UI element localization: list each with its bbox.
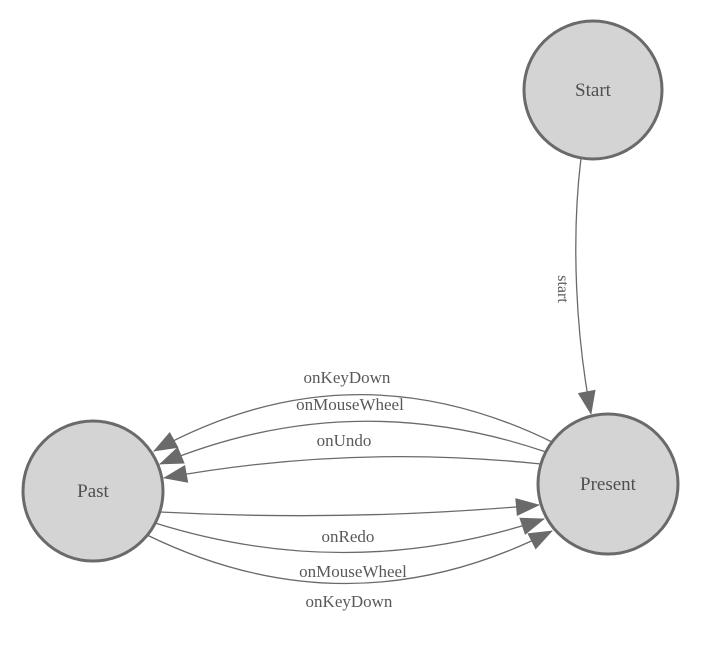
transition-edge[interactable] xyxy=(163,455,542,483)
transition-past-to-present-onredo[interactable]: onRedo xyxy=(159,498,540,546)
state-node-present[interactable]: Present xyxy=(536,412,680,556)
edge-label-start: start xyxy=(554,275,571,303)
edge-label-onmousewheel-2: onMouseWheel xyxy=(299,562,407,581)
transition-start-to-present[interactable]: start xyxy=(554,157,596,415)
edge-label-onkeydown-2: onKeyDown xyxy=(306,592,393,611)
transition-present-to-past-onundo[interactable]: onUndo xyxy=(163,431,542,483)
state-circle-present[interactable] xyxy=(536,412,680,556)
state-node-past[interactable]: Past xyxy=(21,419,165,563)
transition-present-to-past-onmousewheel[interactable]: onMouseWheel xyxy=(159,395,547,465)
transition-edge[interactable] xyxy=(146,530,553,585)
transition-past-to-present-onmousewheel[interactable]: onMouseWheel xyxy=(154,517,545,581)
transition-edge[interactable] xyxy=(575,157,596,415)
transition-edge[interactable] xyxy=(159,498,540,517)
transition-past-to-present-onkeydown[interactable]: onKeyDown xyxy=(146,530,553,611)
state-circle-past[interactable] xyxy=(21,419,165,563)
transition-edge[interactable] xyxy=(159,420,547,465)
state-circle-start[interactable] xyxy=(522,19,664,161)
edge-label-onmousewheel: onMouseWheel xyxy=(296,395,404,414)
transition-present-to-past-onkeydown[interactable]: onKeyDown xyxy=(153,368,553,452)
state-node-start[interactable]: Start xyxy=(522,19,664,161)
transition-edge[interactable] xyxy=(154,517,545,554)
transition-edge[interactable] xyxy=(153,394,553,452)
edge-label-onkeydown: onKeyDown xyxy=(304,368,391,387)
edge-label-onredo: onRedo xyxy=(322,527,375,546)
edge-label-onundo: onUndo xyxy=(317,431,372,450)
